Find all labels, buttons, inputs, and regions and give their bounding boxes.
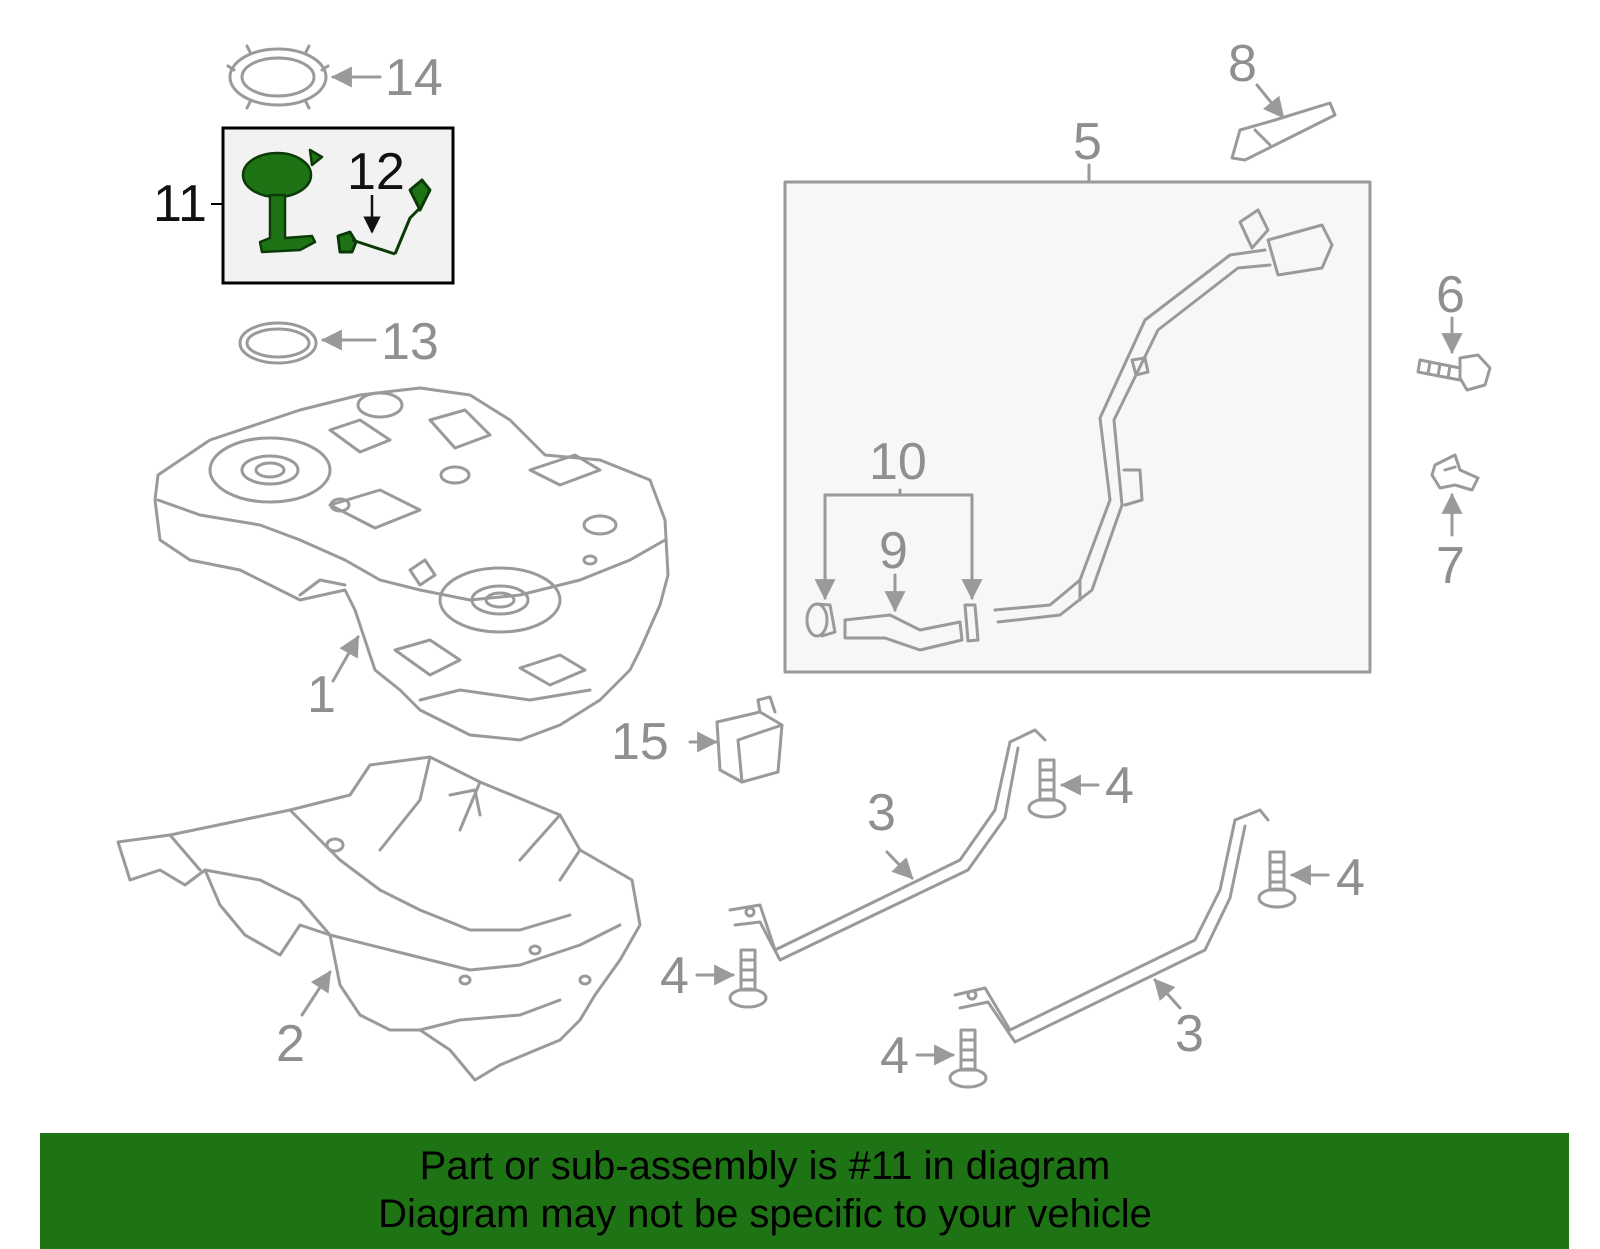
callout-4-c: 4 [660,947,689,1005]
callout-3-upper: 3 [867,784,896,842]
callout-5: 5 [1073,113,1102,171]
bolt-part-4-d [948,1028,988,1089]
bolt-part-4-a [1027,758,1067,819]
bolt-part-6 [1416,353,1492,392]
bolt-part-4-b [1257,850,1297,909]
seal-part-13 [238,321,318,365]
info-banner: Part or sub-assembly is #11 in diagram D… [40,1133,1569,1249]
fuel-pump-part-11 [241,148,324,254]
callout-8: 8 [1228,35,1257,93]
tank-strap-part-3-lower [953,808,1270,1044]
callout-4-d: 4 [880,1027,909,1085]
lock-ring-part-14 [226,44,330,110]
callout-6: 6 [1436,266,1465,324]
fuel-tank-part-1 [153,386,670,742]
callout-12: 12 [347,143,405,201]
bolt-part-4-c [728,948,768,1009]
hose-part-9 [843,613,964,652]
callout-14: 14 [385,49,443,107]
filler-pipe-part-5 [993,208,1334,624]
callout-1: 1 [307,666,336,724]
filler-pipe-box-part-5 [783,180,1372,674]
sender-part-12 [336,178,432,256]
banner-line-1: Part or sub-assembly is #11 in diagram [419,1144,1111,1188]
callout-10: 10 [869,433,927,491]
callout-4-b: 4 [1336,849,1365,907]
module-part-15 [715,695,784,784]
callout-9: 9 [879,522,908,580]
tank-strap-part-3-upper [728,728,1047,962]
clamp-part-10-right [963,603,980,643]
clamp-part-10-left [805,602,837,638]
highlight-box-part-11 [221,126,455,285]
banner-line-2: Diagram may not be specific to your vehi… [378,1192,1152,1236]
callout-4-a: 4 [1105,757,1134,815]
callout-3-lower: 3 [1175,1005,1204,1063]
callout-13: 13 [381,313,439,371]
callout-11: 11 [153,175,207,233]
callout-7: 7 [1436,537,1465,595]
clip-part-7 [1430,453,1480,492]
callout-2: 2 [276,1015,305,1073]
heat-shield-part-2 [116,755,642,1082]
callout-15: 15 [611,713,669,771]
cover-part-8 [1230,101,1337,162]
